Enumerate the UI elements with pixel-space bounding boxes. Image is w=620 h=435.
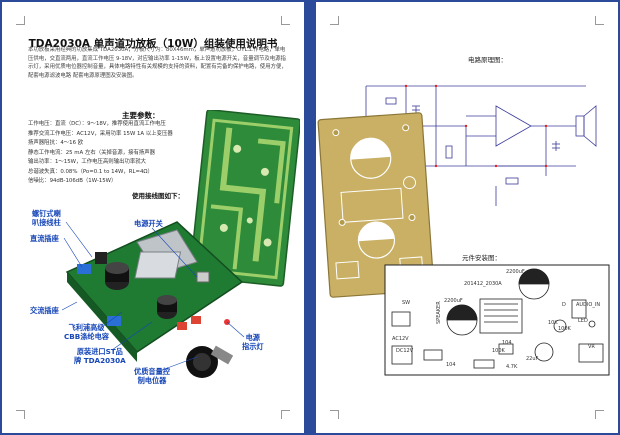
callout-power-switch: 电源开关 xyxy=(134,219,163,228)
layout-c-104-a: 104 xyxy=(446,362,456,368)
callout-speaker-terminal: 螺钉式喇 叭接线柱 xyxy=(32,209,61,227)
intro-paragraph: 本功放板采用经典的功放集成 TDA2030A，分板尺寸为：80X46mm，单声道… xyxy=(28,46,290,80)
crop-mark-top-right xyxy=(281,16,290,25)
layout-dc-label: DC12V xyxy=(396,348,414,354)
layout-sw-label: SW xyxy=(402,300,411,306)
callout-ac-socket: 交流插座 xyxy=(30,306,59,315)
callout-dc-socket: 直流插座 xyxy=(30,234,59,243)
callout-volume-pot: 优质音量控 制电位器 xyxy=(134,367,170,385)
intro-text: 本功放板采用经典的功放集成 TDA2030A，分板尺寸为：80X46mm，单声道… xyxy=(28,47,287,79)
manual-page-1: TDA2030A 单声道功放板（10W）组装使用说明书 本功放板采用经典的功放集… xyxy=(2,2,304,433)
callout-tda2030a-chip: 原装进口ST品 牌 TDA2030A xyxy=(74,347,126,365)
layout-c-104-b: 104 xyxy=(502,340,512,346)
crop-mark-bottom-right xyxy=(281,410,290,419)
spec-line: 静态工作电流：25 mA 左右（关掉音源，接有扬声器 xyxy=(28,149,156,156)
layout-heading: 元件安装图： xyxy=(462,254,501,262)
document-title: TDA2030A 单声道功放板（10W）组装使用说明书 xyxy=(28,38,278,50)
crop-mark-top-right xyxy=(595,16,604,25)
schematic-heading: 电路原理图： xyxy=(468,56,507,64)
callout-power-led: 电源 指示灯 xyxy=(242,333,264,351)
layout-r-100k-b: 100K xyxy=(492,348,505,354)
component-layout-drawing xyxy=(384,264,610,376)
pcb-silkscreen-photo xyxy=(317,112,435,298)
layout-led-label: LED xyxy=(578,318,588,324)
layout-r-10k: 10K xyxy=(548,320,558,326)
crop-mark-bottom-right xyxy=(595,410,604,419)
layout-r-4-7k: 4.7K xyxy=(506,364,518,370)
spec-list: 工作电压：直流（DC）：9～18V，推荐使用直流工作电压 推荐交流工作电压：AC… xyxy=(28,120,173,187)
layout-speaker-label: SPEAKER xyxy=(436,301,442,324)
layout-c-22uf: 22uF xyxy=(526,356,539,362)
layout-board-id: 201412_2030A xyxy=(464,281,502,287)
crop-mark-top-left xyxy=(330,16,339,25)
spec-line: 工作电压：直流（DC）：9～18V，推荐使用直流工作电压 xyxy=(28,121,166,127)
callout-leader-lines xyxy=(61,221,245,371)
spec-line: 输出功率：1～15W，工作电压高则输出功率就大 xyxy=(28,159,147,165)
layout-cap-2200-b: 2200uF xyxy=(444,298,463,304)
spec-line: 总谐波失真：0.08%（Po=0.1 to 14W，RL=4Ω） xyxy=(28,168,153,175)
intro-tail: 配套电源原理图及安装图。 xyxy=(72,72,138,79)
pcb-copper-photo xyxy=(192,110,300,287)
layout-cap-2200-a: 2200uF xyxy=(506,269,525,275)
crop-mark-bottom-left xyxy=(330,410,339,419)
layout-audio-in-label: AUDIO_IN xyxy=(576,302,601,308)
callout-cbb-capacitor: 飞利浦高级 CBB涤纶电容 xyxy=(64,323,109,341)
spec-line: 推荐交流工作电压：AC12V，采用功率 15W 1A 以上变压器 xyxy=(28,130,173,137)
usage-heading: 使用接线图如下： xyxy=(132,192,184,200)
crop-mark-top-left xyxy=(16,16,25,25)
layout-d-label: D xyxy=(562,302,566,308)
manual-page-2: 电路原理图： xyxy=(316,2,618,433)
assembled-board-photo xyxy=(65,221,244,378)
layout-r-100k-a: 100K xyxy=(558,326,571,332)
crop-mark-bottom-left xyxy=(16,410,25,419)
params-heading: 主要参数： xyxy=(122,111,160,120)
layout-vr-label: VR xyxy=(588,344,595,350)
spec-line: 信噪比：94dB-106dB（1W-15W） xyxy=(28,178,117,184)
layout-ac-label: AC12V xyxy=(392,336,409,342)
spec-line: 扬声器阻抗：4～16 欧 xyxy=(28,140,84,146)
